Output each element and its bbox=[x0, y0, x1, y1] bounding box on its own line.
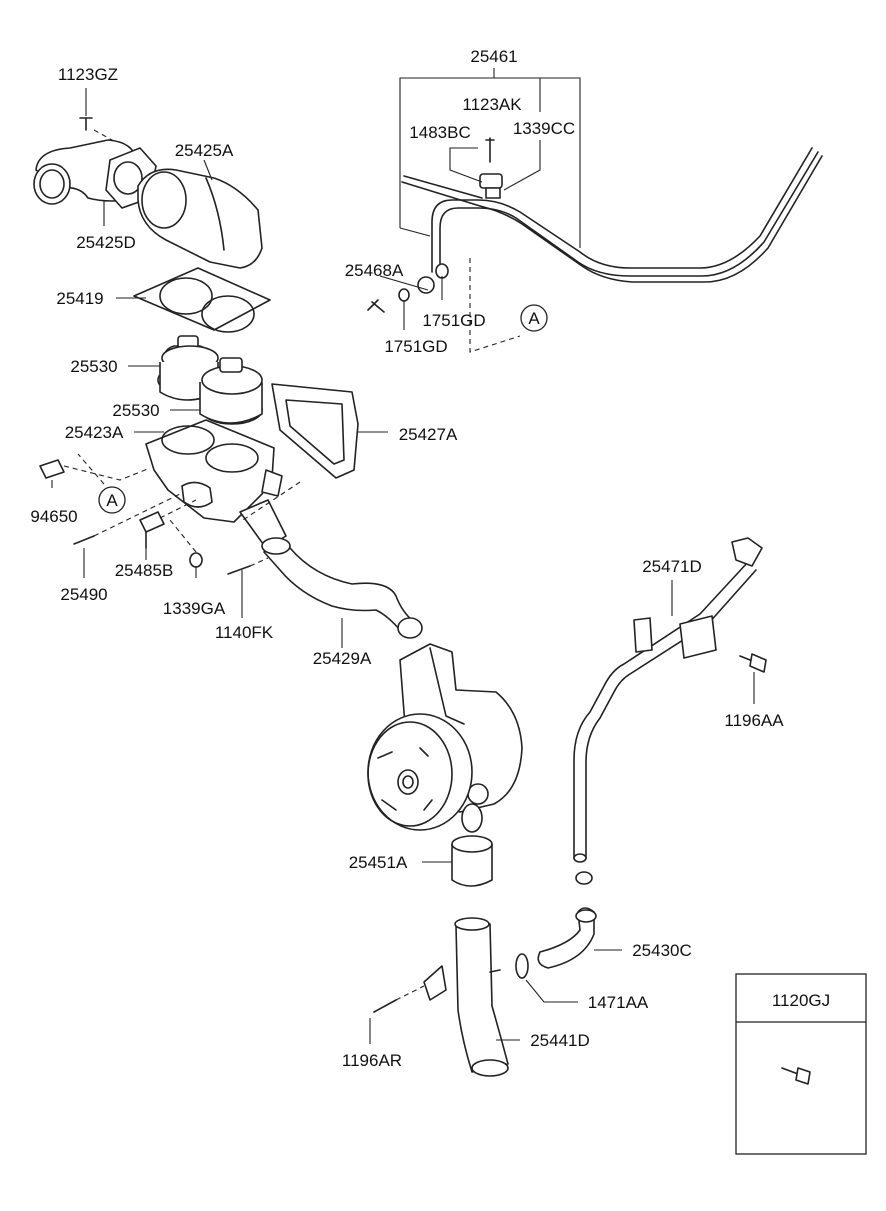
pipe-25471d bbox=[573, 537, 767, 863]
callout-1140fk: 1140FK bbox=[215, 623, 274, 642]
callout-1471aa: 1471AA bbox=[588, 993, 649, 1012]
callout-25451a: 25451A bbox=[349, 853, 408, 872]
callout-1751gd-upper: 1751GD bbox=[422, 311, 485, 330]
callout-1123gz: 1123GZ bbox=[58, 65, 118, 84]
lower-hoses-and-pipe bbox=[373, 871, 597, 1077]
callout-1483bc: 1483BC bbox=[409, 123, 470, 142]
ref-marker-upper: A bbox=[520, 304, 548, 332]
water-pump-and-hose bbox=[261, 537, 523, 887]
callout-25423a: 25423A bbox=[65, 423, 124, 442]
callout-25425a: 25425A bbox=[175, 141, 234, 160]
legend-box: 1120GJ bbox=[735, 973, 867, 1155]
ref-marker-upper-label: A bbox=[528, 309, 540, 328]
ref-marker-lower: A bbox=[98, 486, 126, 514]
callout-25430c: 25430C bbox=[632, 941, 692, 960]
callout-1339cc: 1339CC bbox=[513, 119, 575, 138]
water-pipe-assembly bbox=[367, 137, 823, 313]
thermostat-leader-lines bbox=[51, 88, 388, 618]
thermostat-housing-parts bbox=[33, 117, 359, 575]
callout-25425d: 25425D bbox=[76, 233, 136, 252]
callout-1339ga: 1339GA bbox=[163, 599, 226, 618]
callout-labels: 25461 1123AK 1483BC 1339CC 1123GZ 25425A… bbox=[30, 47, 784, 1070]
callout-25530-upper: 25530 bbox=[70, 357, 117, 376]
callout-1196ar: 1196AR bbox=[342, 1051, 402, 1070]
callout-1751gd-lower: 1751GD bbox=[384, 337, 447, 356]
lower-leaders bbox=[369, 949, 622, 1044]
callout-25419: 25419 bbox=[56, 289, 103, 308]
ref-marker-lower-label: A bbox=[106, 491, 118, 510]
callout-25441d: 25441D bbox=[530, 1031, 590, 1050]
callout-1196aa: 1196AA bbox=[724, 711, 784, 730]
callout-25490: 25490 bbox=[60, 585, 107, 604]
callout-25429a: 25429A bbox=[313, 649, 372, 668]
screw-icon bbox=[781, 1067, 811, 1085]
callout-25471d: 25471D bbox=[642, 557, 702, 576]
callout-25530-lower: 25530 bbox=[112, 401, 159, 420]
callout-1123ak: 1123AK bbox=[462, 95, 522, 114]
legend-box-part-number: 1120GJ bbox=[772, 991, 830, 1010]
callout-25461: 25461 bbox=[470, 47, 517, 66]
pump-leader-lines bbox=[341, 618, 452, 863]
pipe-25471d-leaders bbox=[671, 580, 755, 704]
callout-25427a: 25427A bbox=[399, 425, 458, 444]
callout-25485b: 25485B bbox=[115, 561, 174, 580]
pipe-assembly-bracket-lines bbox=[379, 68, 581, 353]
callout-94650: 94650 bbox=[30, 507, 77, 526]
callout-25468a: 25468A bbox=[345, 261, 404, 280]
